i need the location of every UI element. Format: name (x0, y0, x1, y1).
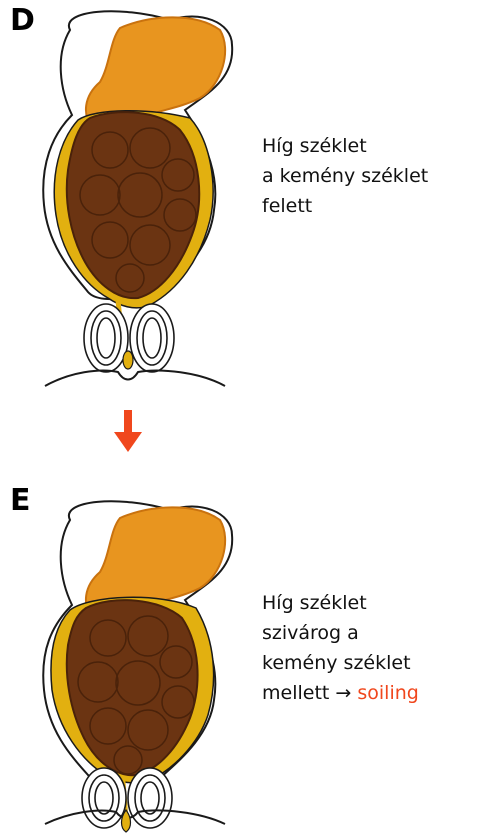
caption-d-line-3: felett (262, 191, 482, 221)
caption-d-line-1: Híg széklet (262, 131, 482, 161)
sphincter-right-e (128, 768, 172, 828)
soiling-highlight: soiling (357, 682, 418, 704)
sphincter-right-d (130, 304, 174, 372)
sphincter-left-d (84, 304, 128, 372)
caption-e-line-4: mellett → soiling (262, 678, 484, 708)
caption-e-line-4-text: mellett → (262, 682, 351, 704)
caption-d-line-2: a kemény széklet (262, 161, 482, 191)
caption-d: Híg széklet a kemény széklet felett (262, 131, 482, 221)
skin-line-d (45, 371, 225, 386)
caption-e-line-2: szivárog a (262, 618, 484, 648)
caption-e-line-3: kemény széklet (262, 648, 484, 678)
caption-e-line-1: Híg széklet (262, 588, 484, 618)
down-arrow-icon (112, 408, 144, 456)
sphincter-left-e (82, 768, 126, 828)
caption-e: Híg széklet szivárog a kemény széklet me… (262, 588, 484, 708)
